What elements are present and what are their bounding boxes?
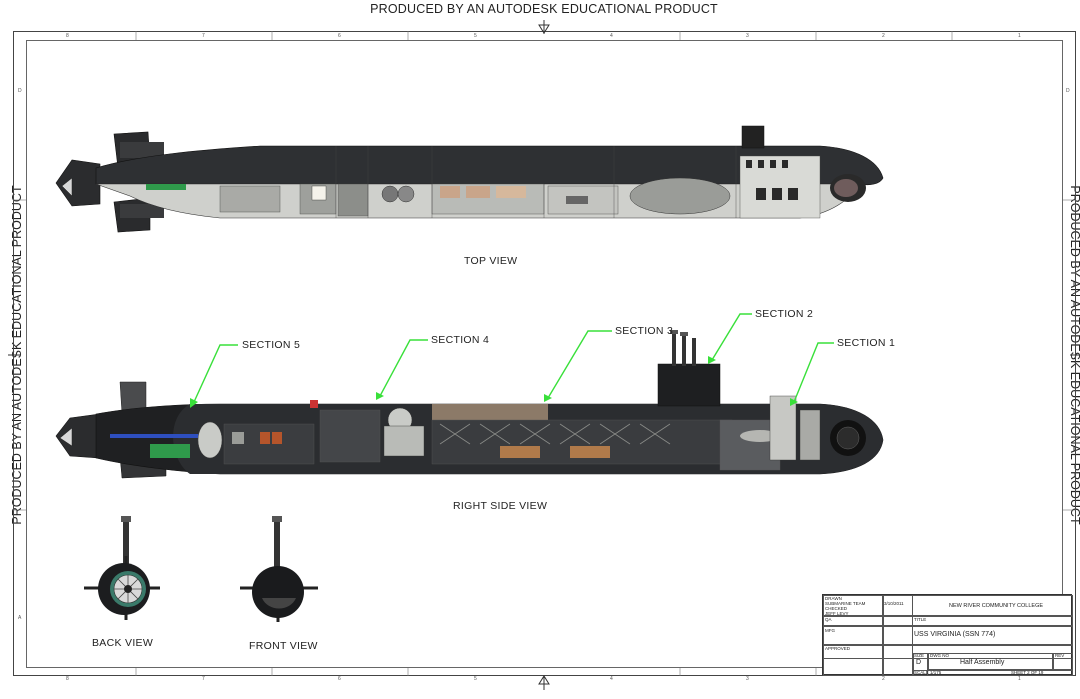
side-sail (657, 363, 721, 407)
size-label: SIZE (914, 653, 925, 658)
section-2-leader (711, 313, 752, 361)
size-value: D (916, 659, 922, 666)
section-5-leader (193, 344, 238, 403)
drawn-label: DRAWN (825, 596, 842, 601)
zone-number: 4 (610, 676, 613, 682)
checked-label: CHECKED (825, 606, 848, 611)
section-1-arrow (790, 398, 798, 406)
drawn-date: 3/10/2011 (884, 601, 904, 606)
zone-number: 5 (474, 33, 477, 39)
front-hull-circle (252, 566, 304, 618)
section-3-arrow (544, 394, 552, 402)
top-view-label: TOP VIEW (464, 255, 518, 267)
zone-letter: D (18, 88, 22, 94)
mfg-label: MFG (825, 628, 835, 633)
checked-by: JEFF LEVY (825, 611, 849, 616)
scale-value: 1/175 (930, 670, 942, 675)
zone-number: 7 (202, 33, 205, 39)
zone-letter: D (1066, 88, 1070, 94)
section-1-leader (793, 342, 834, 403)
dwg-label: DWG NO (930, 653, 949, 658)
top-sail (741, 125, 765, 149)
drawn-by: SUBMARINE TEAM (825, 601, 866, 606)
dwg-number: Half Assembly (960, 659, 1005, 666)
zone-number: 6 (338, 33, 341, 39)
drawing-title: USS VIRGINIA (SSN 774) (914, 631, 996, 638)
front-view-label: FRONT VIEW (249, 640, 318, 652)
section-2-arrow (708, 356, 716, 364)
section-4-label: SECTION 4 (431, 334, 490, 346)
organization: NEW RIVER COMMUNITY COLLEGE (949, 603, 1044, 609)
zone-number: 3 (746, 676, 749, 682)
qa-label: QA (825, 617, 832, 622)
approved-label: APPROVED (825, 646, 851, 651)
title-block: DRAWN SUBMARINE TEAM 3/10/2011 CHECKED J… (822, 594, 1073, 676)
right-side-view-label: RIGHT SIDE VIEW (453, 500, 548, 512)
rev-label: REV (1055, 653, 1065, 658)
zone-number: 5 (474, 676, 477, 682)
section-1-label: SECTION 1 (837, 337, 896, 349)
zone-letter: A (18, 615, 22, 621)
section-5-arrow (190, 398, 198, 408)
zone-number: 3 (746, 33, 749, 39)
section-5-label: SECTION 5 (242, 339, 301, 351)
zone-number: 1 (1018, 676, 1021, 682)
section-3-label: SECTION 3 (615, 325, 674, 337)
section-4-leader (379, 339, 428, 397)
zone-number: 6 (338, 676, 341, 682)
top-hull-upper (95, 145, 884, 186)
zone-number: 2 (882, 676, 885, 682)
inner-frame (26, 40, 1063, 668)
zone-number: 8 (66, 33, 69, 39)
watermark-top: PRODUCED BY AN AUTODESK EDUCATIONAL PROD… (370, 2, 718, 16)
back-view-label: BACK VIEW (92, 637, 154, 649)
title-label: TITLE (914, 617, 927, 622)
section-4-arrow (376, 392, 384, 400)
sheet-number: SHEET 2 OF 19 (1011, 670, 1044, 675)
zone-number: 8 (66, 676, 69, 682)
scale-label: SCALE (914, 670, 929, 675)
zone-number: 7 (202, 676, 205, 682)
section-3-leader (547, 330, 612, 399)
zone-number: 2 (882, 33, 885, 39)
zone-number: 1 (1018, 33, 1021, 39)
section-2-label: SECTION 2 (755, 308, 814, 320)
zone-number: 4 (610, 33, 613, 39)
